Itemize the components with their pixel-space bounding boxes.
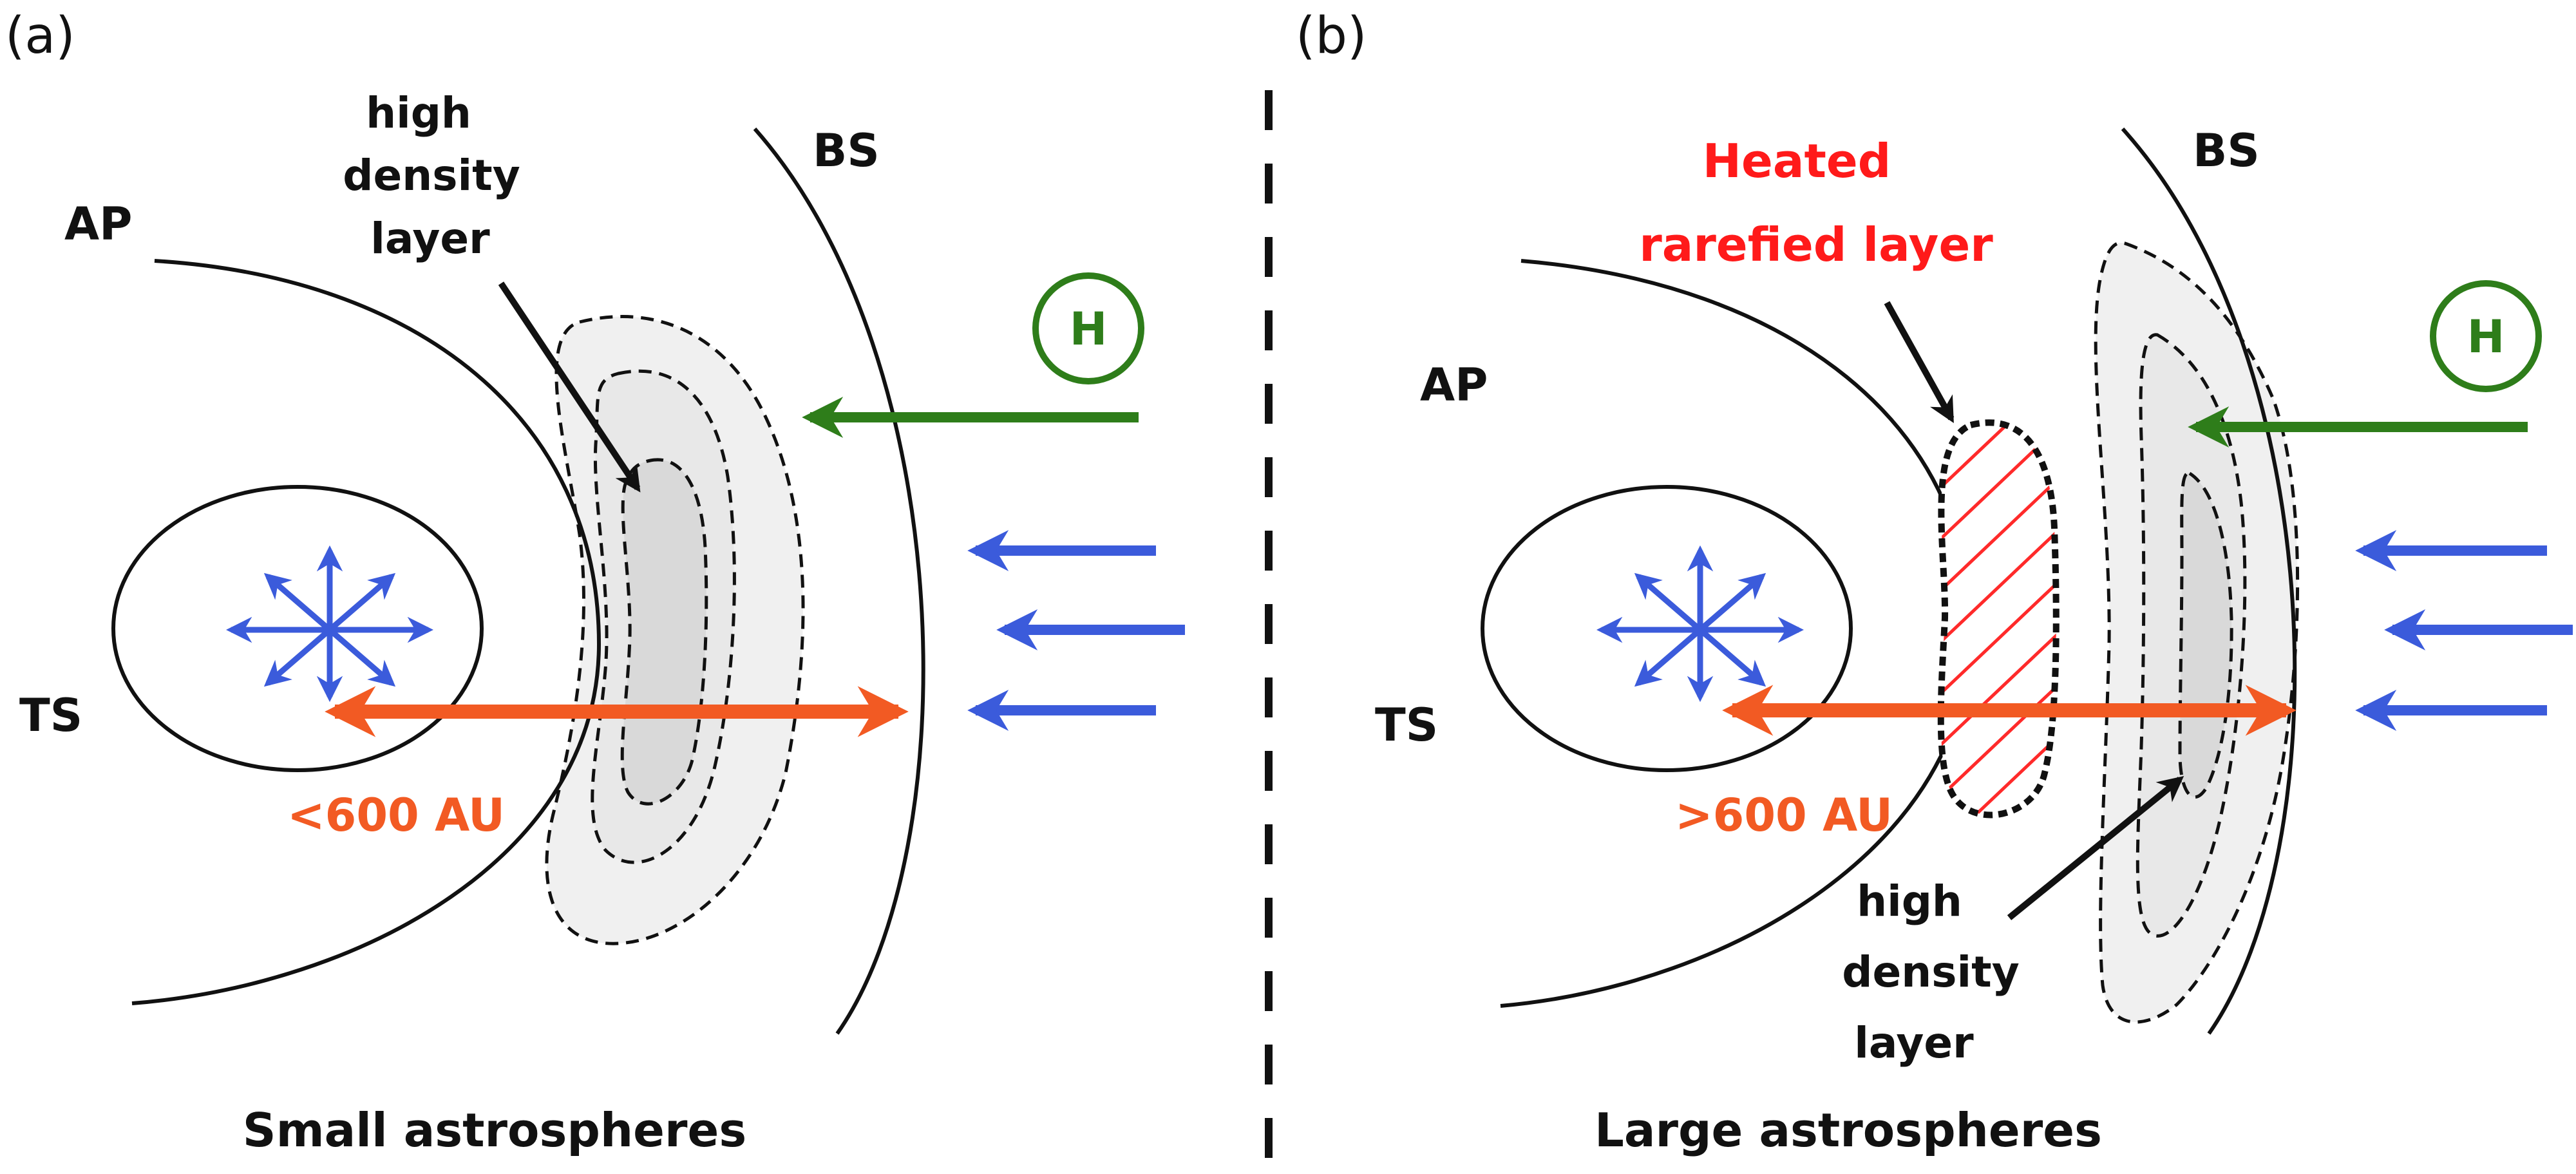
density-label-line1: high [1857,876,1962,926]
stellar-wind-burst [1596,545,1804,703]
panel-a-tag: (a) [5,7,75,65]
neutral-h-circle [2430,280,2542,392]
astropause-curve [131,259,601,1005]
bow-shock-curve [2121,127,2297,1035]
panel-a: (a) H [5,7,1185,1157]
heated-label-line2: rarefied layer [1639,218,1993,272]
termination-shock-ellipse [111,485,484,772]
ap-label: AP [64,198,132,251]
ism-inflow-arrows [2355,530,2573,731]
neutral-h-label: H [2467,310,2505,363]
heated-layer-pointer-arrow [1884,301,1955,423]
ism-inflow-arrows [967,530,1185,731]
bow-shock-curve [753,128,925,1035]
density-layer-pointer-arrow [2007,775,2184,920]
panel-b-tag: (b) [1296,7,1367,65]
density-layer-pointer-arrow [498,281,641,493]
density-label-line3: layer [1854,1018,1974,1068]
neutral-h-label: H [1070,303,1108,355]
ts-label: TS [1375,699,1438,752]
neutral-h-circle [1032,272,1144,384]
ts-label: TS [19,689,82,742]
heated-label-line1: Heated [1703,134,1891,188]
density-contour-inner [620,458,708,806]
density-label-line3: layer [370,214,490,263]
distance-label: <600 AU [287,789,505,842]
panel-b-caption: Large astrospheres [1595,1103,2102,1157]
density-label-line1: high [366,88,471,138]
stellar-wind-burst [225,545,434,703]
heated-rarefied-layer [1937,419,2060,819]
panel-a-caption: Small astrospheres [243,1103,746,1157]
density-label-line2: density [343,151,520,200]
panel-b: (b) [1296,7,2573,1157]
bs-label: BS [813,124,880,177]
bs-label: BS [2193,124,2260,177]
ap-label: AP [1420,359,1488,412]
termination-shock-ellipse [1481,485,1853,772]
density-label-line2: density [1842,947,2019,997]
distance-label: >600 AU [1675,789,1893,842]
